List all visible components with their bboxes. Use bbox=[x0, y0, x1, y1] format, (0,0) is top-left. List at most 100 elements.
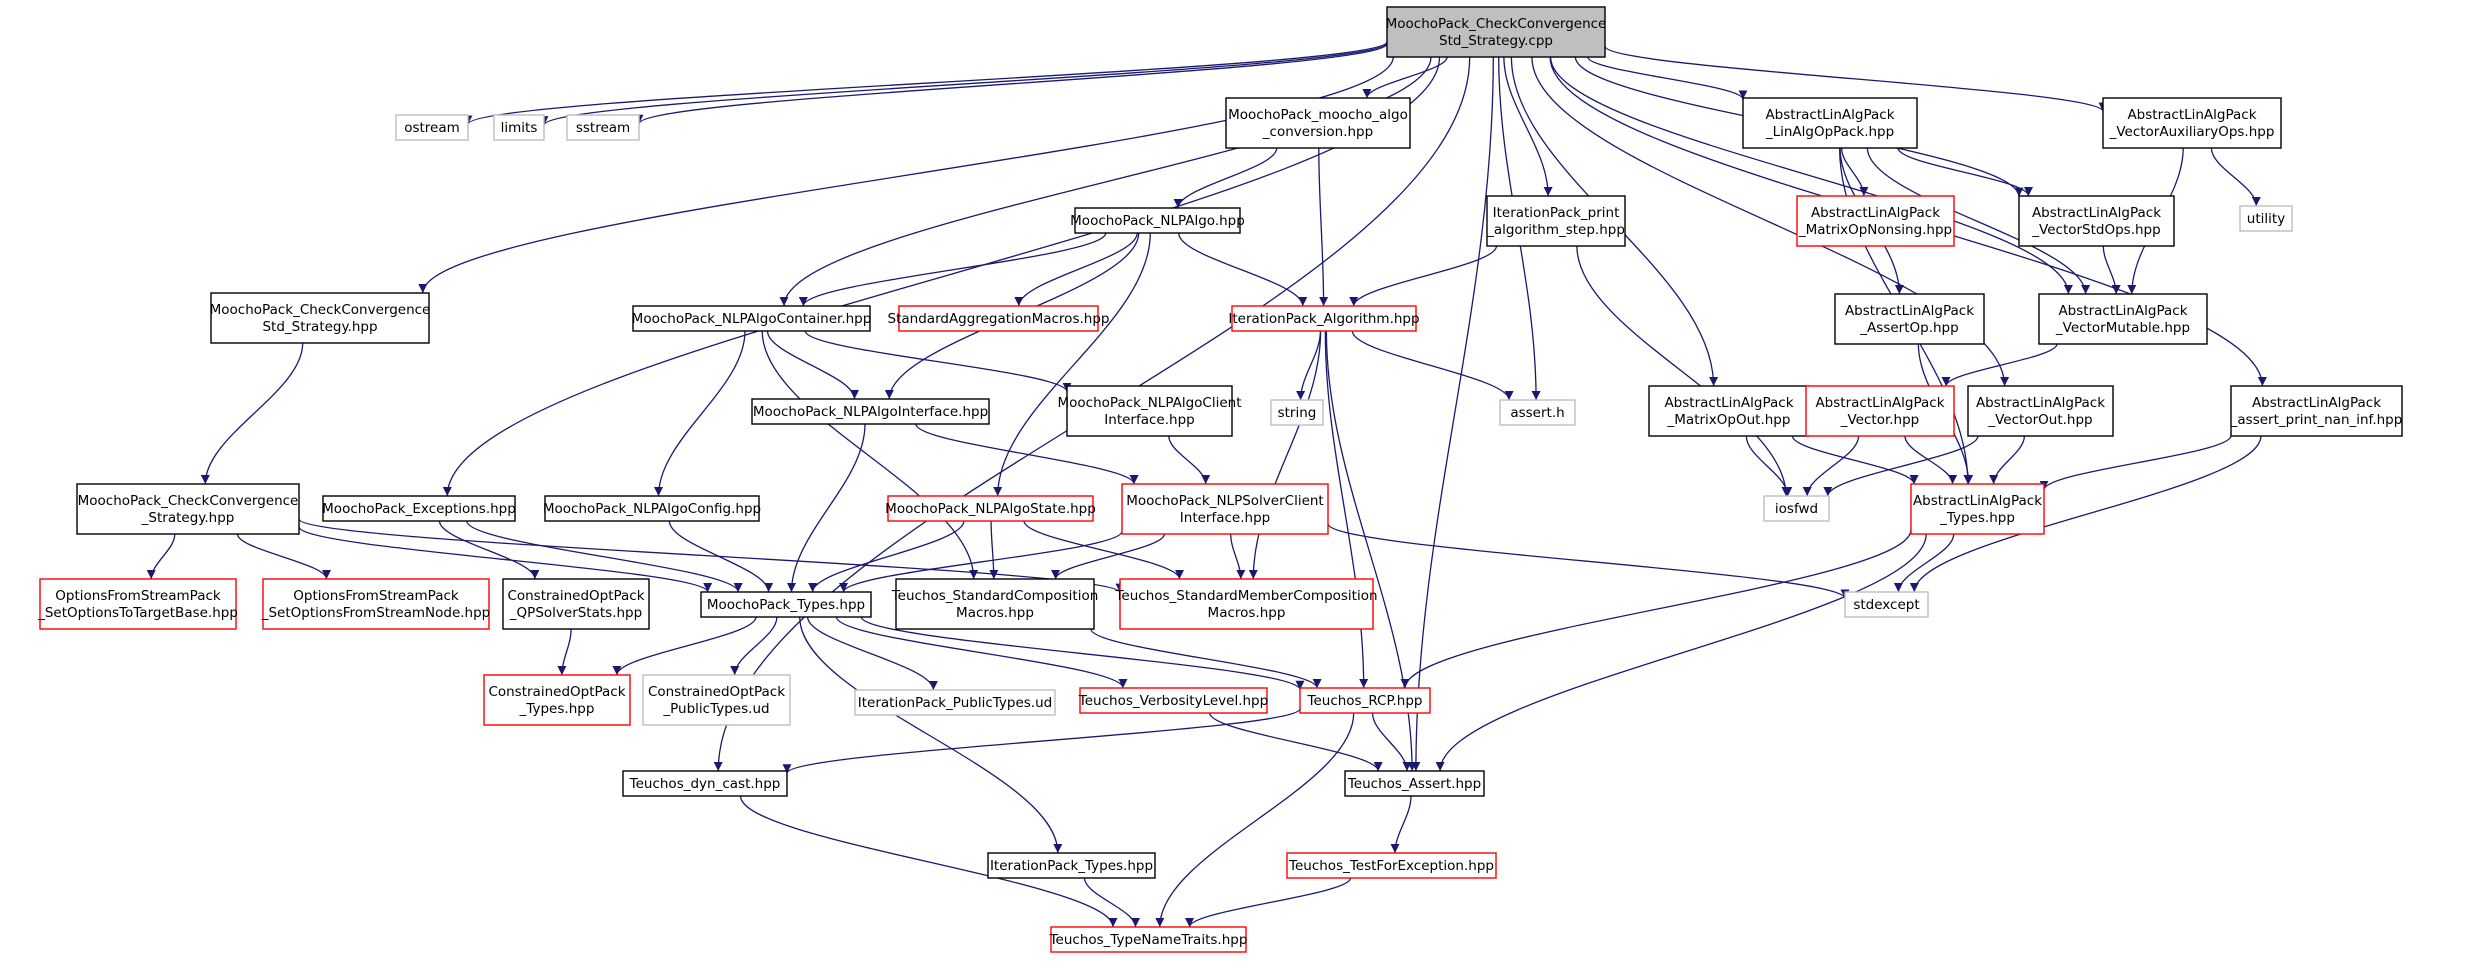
node-label: AbstractLinAlgPack bbox=[1815, 395, 1944, 411]
node-box bbox=[1344, 770, 1485, 797]
node-matrix-nonsing[interactable]: AbstractLinAlgPack_MatrixOpNonsing.hpp bbox=[1796, 195, 1955, 247]
node-box bbox=[322, 495, 516, 522]
node-alp-types[interactable]: AbstractLinAlgPack_Types.hpp bbox=[1910, 483, 2045, 535]
node-cc-std-hpp[interactable]: MoochoPack_CheckConvergenceStd_Strategy.… bbox=[210, 292, 431, 344]
node-label: IterationPack_Types.hpp bbox=[990, 858, 1153, 874]
node-stdexcept[interactable]: stdexcept bbox=[1844, 591, 1929, 618]
node-box bbox=[1231, 305, 1417, 332]
edge-root-to-limits bbox=[539, 42, 1388, 126]
node-std-member[interactable]: Teuchos_StandardMemberCompositionMacros.… bbox=[1114, 578, 1378, 630]
node-label: MoochoPack_Exceptions.hpp bbox=[322, 501, 516, 517]
node-box bbox=[895, 578, 1095, 630]
node-label: _MatrixOpNonsing.hpp bbox=[1798, 222, 1952, 238]
node-nlpalgo[interactable]: MoochoPack_NLPAlgo.hpp bbox=[1070, 207, 1245, 234]
node-rcp[interactable]: Teuchos_RCP.hpp bbox=[1299, 687, 1431, 714]
node-vec-aux[interactable]: AbstractLinAlgPack_VectorAuxiliaryOps.hp… bbox=[2102, 97, 2282, 149]
node-box bbox=[642, 674, 791, 726]
node-box bbox=[1967, 385, 2114, 437]
node-label: AbstractLinAlgPack bbox=[1664, 395, 1793, 411]
node-ostream[interactable]: ostream bbox=[395, 114, 469, 141]
node-assert-op[interactable]: AbstractLinAlgPack_AssertOp.hpp bbox=[1834, 293, 1985, 345]
node-vec-out[interactable]: AbstractLinAlgPack_VectorOut.hpp bbox=[1967, 385, 2114, 437]
node-label: _AssertOp.hpp bbox=[1859, 320, 1958, 336]
node-matrix-out[interactable]: AbstractLinAlgPack_MatrixOpOut.hpp bbox=[1648, 385, 1810, 437]
node-label: Teuchos_VerbosityLevel.hpp bbox=[1078, 693, 1268, 709]
node-moocho-types[interactable]: MoochoPack_Types.hpp bbox=[700, 591, 872, 618]
node-std-agg[interactable]: StandardAggregationMacros.hpp bbox=[888, 305, 1110, 332]
node-label: _LinAlgOpPack.hpp bbox=[1765, 124, 1894, 140]
node-nlp-interface[interactable]: MoochoPack_NLPAlgoInterface.hpp bbox=[751, 398, 990, 425]
node-label: _Strategy.hpp bbox=[141, 510, 235, 526]
node-t-assert[interactable]: Teuchos_Assert.hpp bbox=[1344, 770, 1485, 797]
node-box bbox=[1225, 97, 1411, 149]
node-label: AbstractLinAlgPack bbox=[2252, 395, 2381, 411]
node-assert-h[interactable]: assert.h bbox=[1499, 399, 1576, 426]
node-iter-algorithm[interactable]: IterationPack_Algorithm.hpp bbox=[1228, 305, 1420, 332]
edge-root-to-nlp-container bbox=[779, 56, 1432, 307]
node-algo-conv[interactable]: MoochoPack_moocho_algo_conversion.hpp bbox=[1225, 97, 1411, 149]
node-ip-public[interactable]: IterationPack_PublicTypes.ud bbox=[854, 689, 1056, 716]
node-utility[interactable]: utility bbox=[2239, 205, 2293, 232]
node-verbosity[interactable]: Teuchos_VerbosityLevel.hpp bbox=[1078, 687, 1268, 714]
node-opts-target[interactable]: OptionsFromStreamPack_SetOptionsToTarget… bbox=[37, 578, 238, 630]
node-label: AbstractLinAlgPack bbox=[1913, 493, 2042, 509]
node-qp-stats[interactable]: ConstrainedOptPack_QPSolverStats.hpp bbox=[502, 578, 650, 630]
node-vec-mutable[interactable]: AbstractLinAlgPack_VectorMutable.hpp bbox=[2038, 293, 2208, 345]
node-sstream[interactable]: sstream bbox=[566, 114, 640, 141]
node-assert-nan[interactable]: AbstractLinAlgPack_assert_print_nan_inf.… bbox=[2230, 385, 2403, 437]
node-vector[interactable]: AbstractLinAlgPack_Vector.hpp bbox=[1805, 385, 1955, 437]
node-nlp-config[interactable]: MoochoPack_NLPAlgoConfig.hpp bbox=[543, 495, 761, 522]
node-label: Teuchos_TestForException.hpp bbox=[1288, 858, 1494, 874]
node-cc-strategy[interactable]: MoochoPack_CheckConvergence_Strategy.hpp bbox=[76, 483, 300, 535]
node-iter-print[interactable]: IterationPack_print_algorithm_step.hpp bbox=[1486, 195, 1626, 247]
node-label: _MatrixOpOut.hpp bbox=[1667, 412, 1791, 428]
node-label: _Types.hpp bbox=[519, 701, 595, 717]
edge-vec-out-to-alp-types bbox=[1989, 435, 2026, 485]
node-opts-node[interactable]: OptionsFromStreamPack_SetOptionsFromStre… bbox=[261, 578, 491, 630]
node-nlp-state[interactable]: MoochoPack_NLPAlgoState.hpp bbox=[885, 495, 1096, 522]
edge-moocho-types-to-ip-public bbox=[806, 616, 938, 691]
node-iosfwd[interactable]: iosfwd bbox=[1763, 495, 1830, 522]
node-box bbox=[493, 114, 545, 141]
edge-moocho-types-to-cop-types bbox=[612, 616, 757, 676]
node-box bbox=[1299, 687, 1431, 714]
node-dyn-cast[interactable]: Teuchos_dyn_cast.hpp bbox=[622, 770, 788, 797]
node-box bbox=[1079, 687, 1268, 714]
node-root[interactable]: MoochoPack_CheckConvergenceStd_Strategy.… bbox=[1386, 6, 1607, 58]
node-exceptions[interactable]: MoochoPack_Exceptions.hpp bbox=[322, 495, 516, 522]
node-label: MoochoPack_NLPAlgoConfig.hpp bbox=[543, 501, 761, 517]
edge-nlp-container-to-nlp-config bbox=[654, 330, 746, 497]
edge-iter-print-to-iosfwd bbox=[1576, 245, 1791, 497]
node-vec-stdops[interactable]: AbstractLinAlgPack_VectorStdOps.hpp bbox=[2018, 195, 2175, 247]
node-cop-types[interactable]: ConstrainedOptPack_Types.hpp bbox=[483, 674, 631, 726]
edge-iter-algorithm-to-assert-h bbox=[1351, 330, 1514, 401]
node-label: sstream bbox=[576, 120, 630, 136]
edge-algo-conv-to-nlpalgo bbox=[1173, 147, 1278, 209]
edge-cc-strategy-to-opts-node bbox=[236, 533, 331, 580]
node-box bbox=[700, 591, 872, 618]
edge-nlp-solver-to-moocho-types bbox=[839, 531, 1123, 593]
node-cop-public[interactable]: ConstrainedOptPack_PublicTypes.ud bbox=[642, 674, 791, 726]
file-nodes: MoochoPack_CheckConvergenceStd_Strategy.… bbox=[37, 6, 2403, 953]
node-linalg-op[interactable]: AbstractLinAlgPack_LinAlgOpPack.hpp bbox=[1742, 97, 1918, 149]
node-string[interactable]: string bbox=[1270, 399, 1324, 426]
node-label: ConstrainedOptPack bbox=[648, 684, 785, 700]
node-label: Teuchos_StandardComposition bbox=[891, 588, 1099, 604]
node-nlp-container[interactable]: MoochoPack_NLPAlgoContainer.hpp bbox=[632, 305, 872, 332]
node-box bbox=[632, 305, 871, 332]
edge-moocho-types-to-rcp bbox=[860, 616, 1305, 691]
node-box bbox=[1499, 399, 1576, 426]
edge-root-to-linalg-op bbox=[1587, 56, 1748, 100]
node-ip-types[interactable]: IterationPack_Types.hpp bbox=[987, 852, 1156, 879]
node-label: _Vector.hpp bbox=[1840, 412, 1920, 428]
node-limits[interactable]: limits bbox=[493, 114, 545, 141]
edge-linalg-op-to-vec-mutable bbox=[1866, 147, 2091, 295]
node-box bbox=[566, 114, 640, 141]
node-type-name[interactable]: Teuchos_TypeNameTraits.hpp bbox=[1049, 926, 1248, 953]
node-label: Teuchos_dyn_cast.hpp bbox=[629, 776, 781, 792]
node-test-exc[interactable]: Teuchos_TestForException.hpp bbox=[1286, 852, 1497, 879]
